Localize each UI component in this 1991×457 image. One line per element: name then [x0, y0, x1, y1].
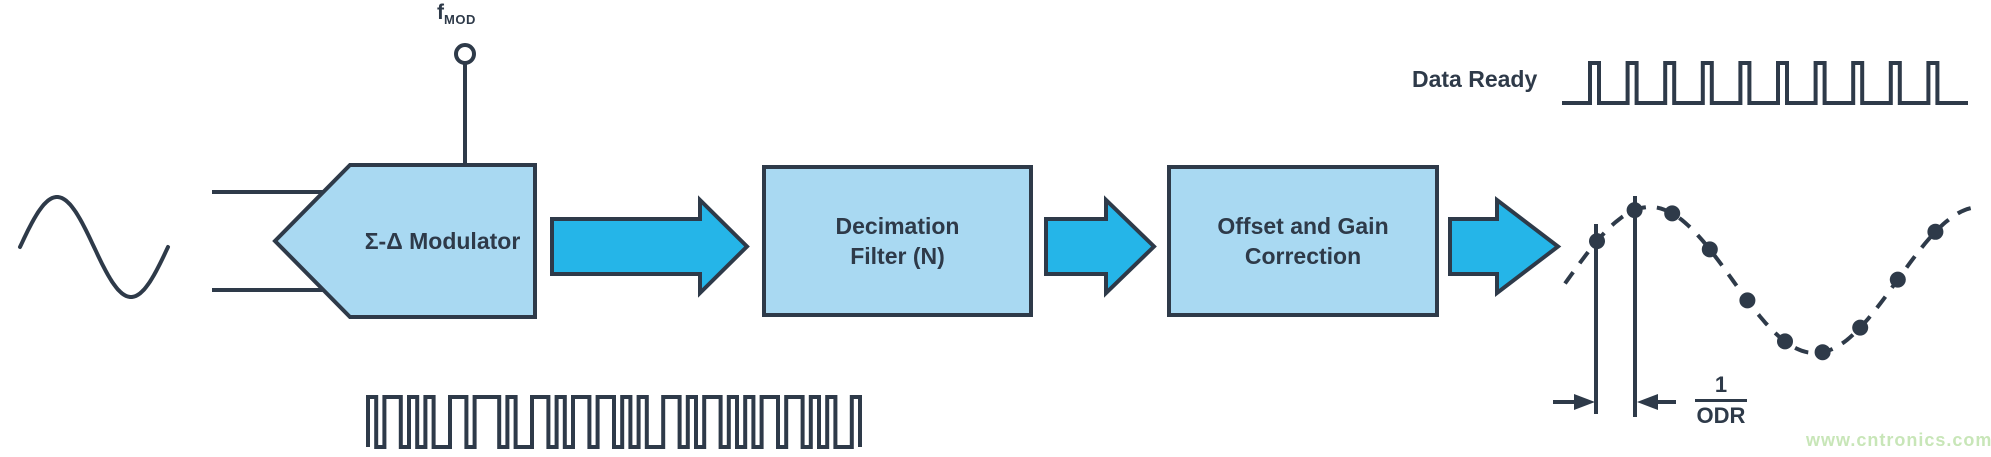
offset-gain-correction-block — [1167, 165, 1439, 317]
decimation-filter-label: Decimation Filter (N) — [762, 165, 1033, 317]
fmod-symbol: f — [437, 1, 444, 24]
flow-arrow-2 — [1044, 195, 1157, 298]
bitstream-path — [366, 395, 862, 449]
watermark-text: www.cntronics.com — [1806, 430, 1991, 450]
flow-arrow-1 — [550, 195, 750, 298]
fmod-terminal-circle — [454, 43, 476, 65]
modulator-block-label: Σ-Δ Modulator — [350, 165, 535, 317]
decimation-filter-block — [762, 165, 1033, 317]
odr-denominator: ODR — [1696, 403, 1746, 428]
odr-dim-arrowhead-left-icon — [1637, 394, 1658, 410]
odr-numerator: 1 — [1695, 373, 1747, 402]
output-dashed-curve — [1563, 204, 1974, 356]
data-ready-label: Data Ready — [1412, 66, 1538, 92]
decimation-label-line1: Decimation — [835, 213, 960, 239]
data-ready-path — [1562, 61, 1968, 105]
sample-dot — [1777, 333, 1793, 350]
sample-dot — [1889, 271, 1906, 288]
sampled-output-waveform — [1563, 202, 1974, 361]
sample-dot — [1852, 319, 1869, 336]
decimation-label-line2: Filter (N) — [850, 243, 945, 269]
offset-gain-correction-label: Offset and Gain Correction — [1167, 165, 1439, 317]
input-sine-path — [18, 195, 170, 299]
sample-dot — [1814, 344, 1831, 361]
odr-dim-arrowhead-right-icon — [1574, 394, 1595, 410]
modulator-block-shape — [272, 163, 537, 319]
modulator-label-text: Σ-Δ Modulator — [364, 228, 521, 254]
data-ready-waveform — [1562, 61, 1968, 105]
offset-label-line1: Offset and Gain — [1217, 213, 1389, 239]
sample-dot — [1701, 241, 1718, 258]
offset-label-line2: Correction — [1244, 243, 1362, 269]
fmod-label: fMOD — [437, 1, 476, 27]
fmod-subscript: MOD — [444, 12, 476, 27]
odr-fraction: 1 ODR — [1695, 373, 1747, 428]
flow-arrow-3 — [1448, 195, 1562, 298]
sample-dot — [1664, 205, 1681, 222]
input-sine-wave — [18, 195, 170, 299]
modulator-bitstream-waveform — [366, 395, 862, 449]
sample-dot — [1927, 223, 1944, 240]
sample-dot — [1739, 292, 1756, 309]
